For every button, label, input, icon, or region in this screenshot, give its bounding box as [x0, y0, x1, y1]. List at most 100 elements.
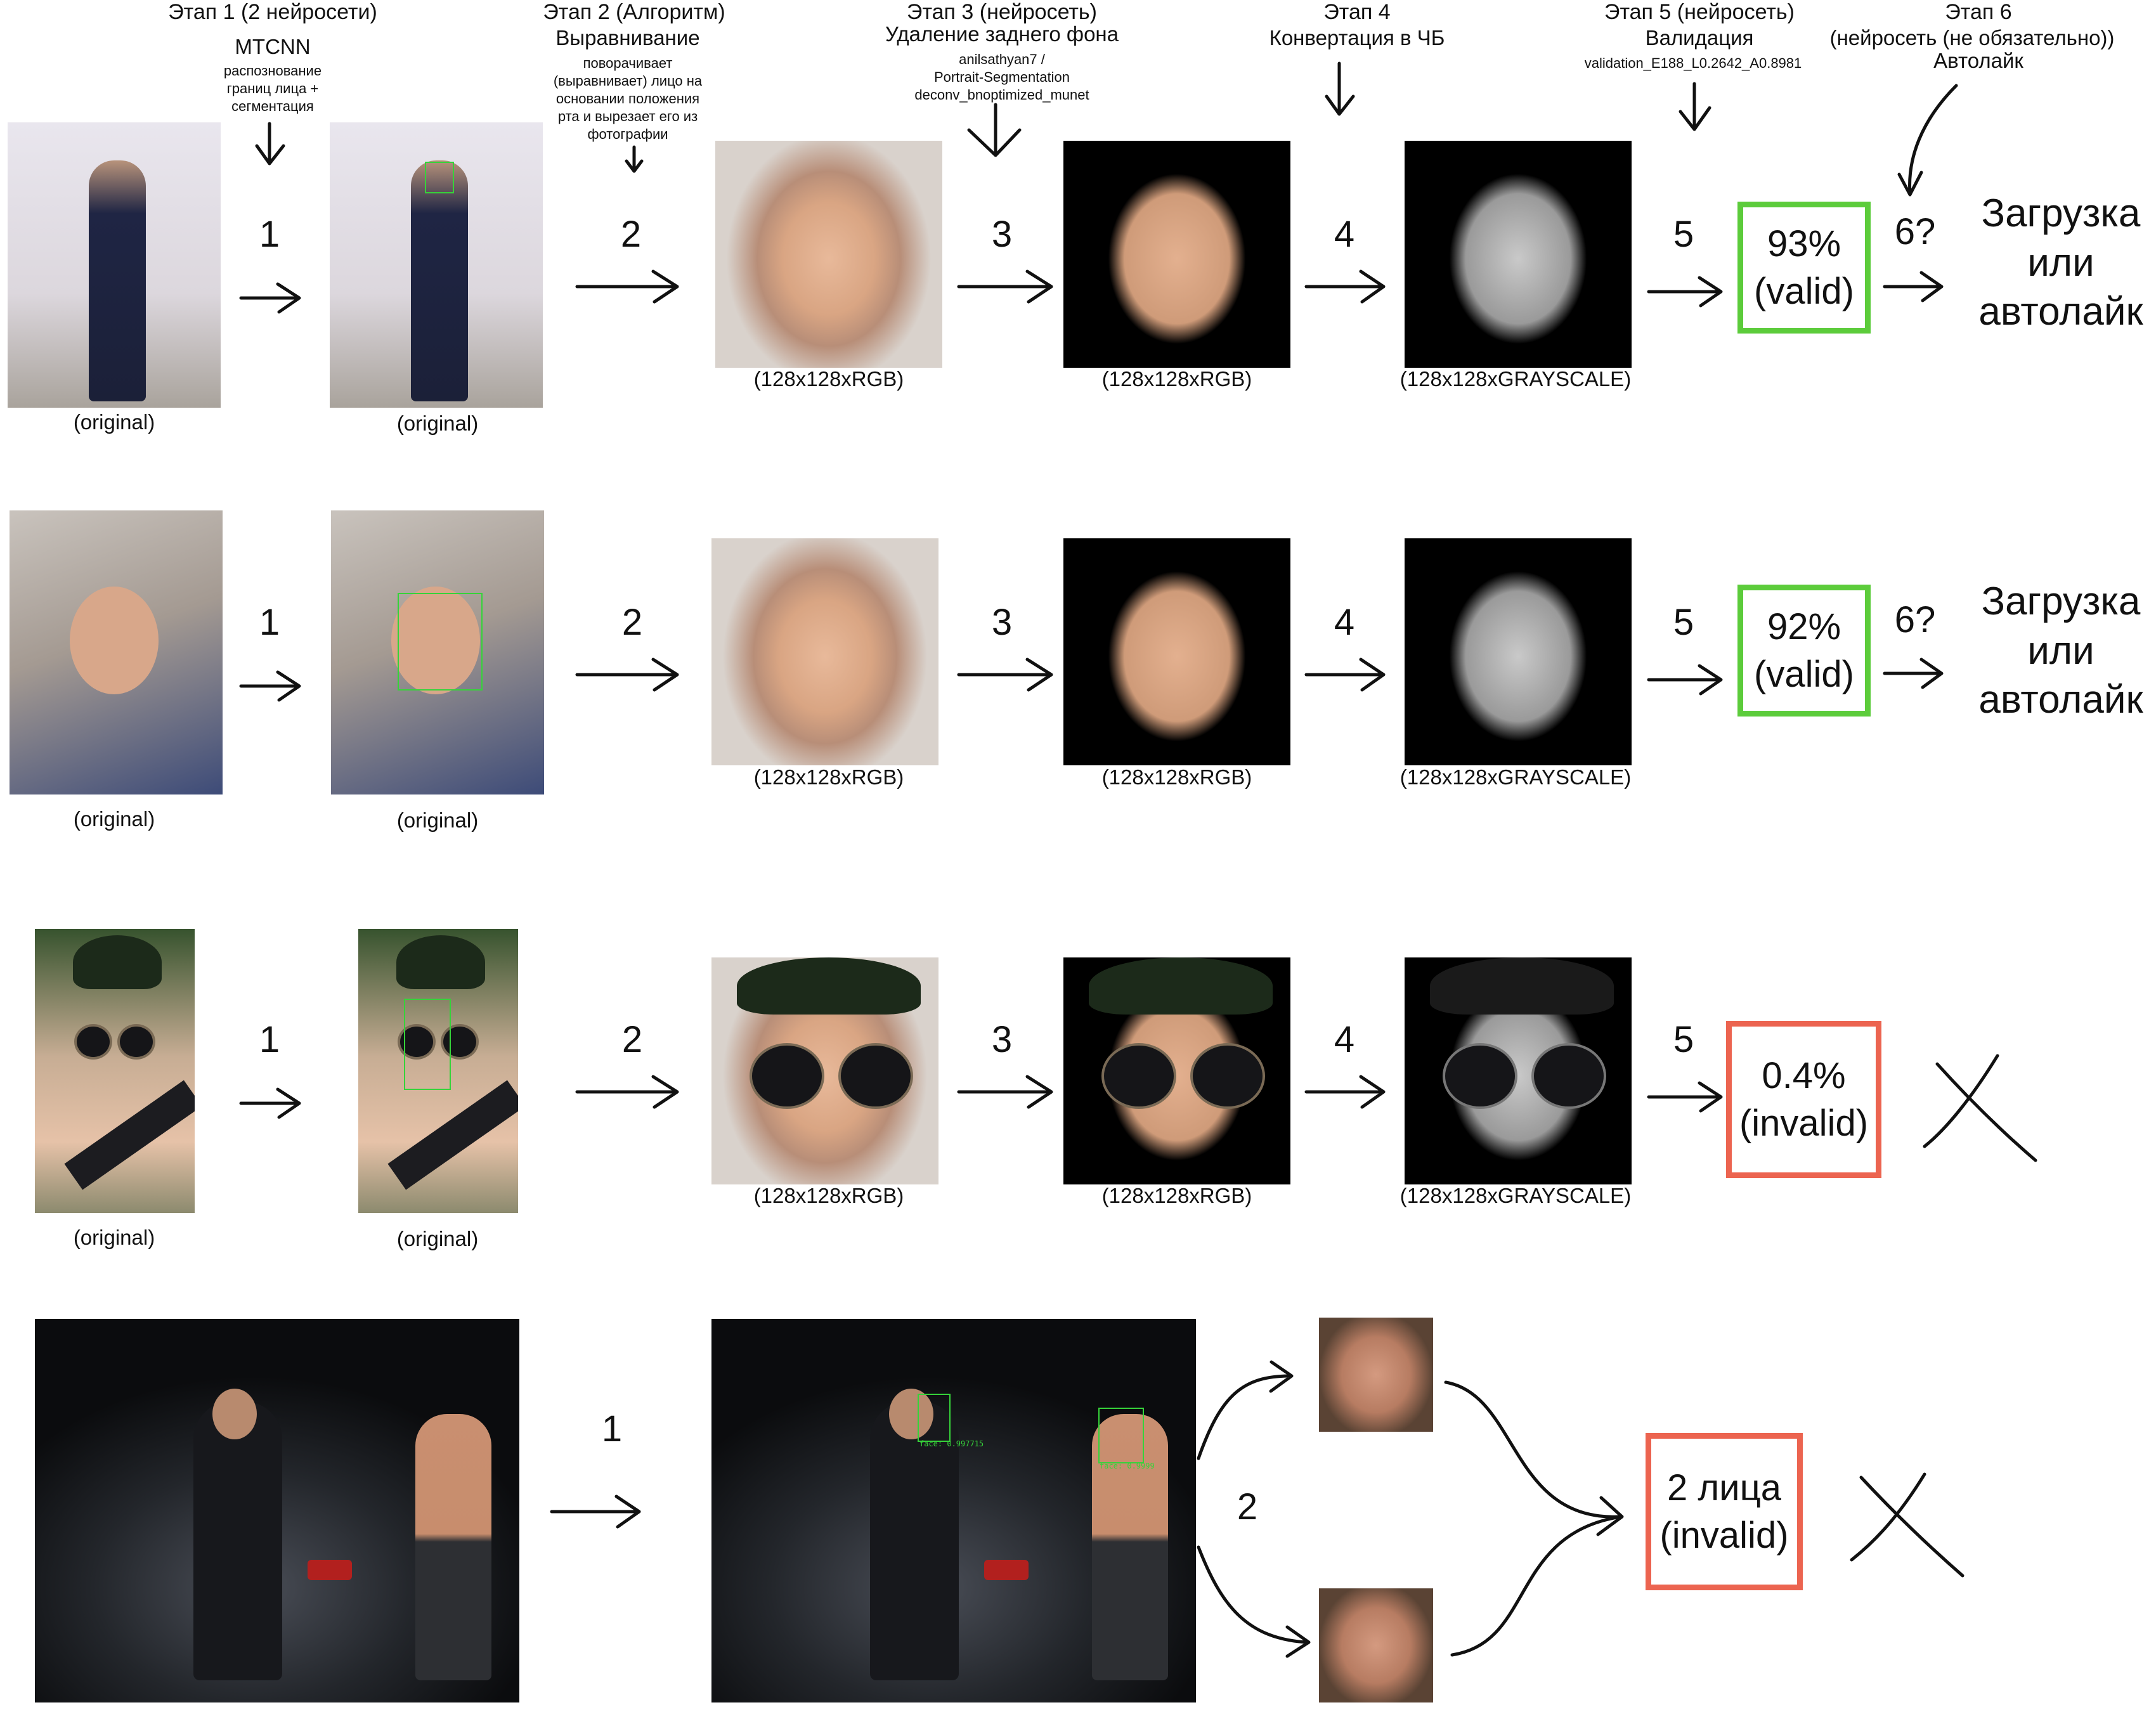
arrow-right-icon	[1304, 269, 1386, 304]
arrow-down-icon	[255, 122, 285, 165]
row2-status: (valid)	[1754, 654, 1854, 695]
step-5: 5	[1673, 214, 1694, 255]
step-5: 5	[1673, 1019, 1694, 1060]
arrow-down-icon	[1679, 82, 1711, 131]
row1-score-box: 93%(valid)	[1737, 202, 1871, 334]
arrow-right-icon	[239, 1087, 301, 1119]
row1-gray-caption: (128x128xGRAYSCALE)	[1399, 367, 1632, 391]
row3-score: 0.4%	[1762, 1054, 1846, 1096]
curved-arrow-icon	[1197, 1545, 1311, 1658]
stage1-desc-2: границ лица +	[226, 81, 319, 96]
row2-nobg-rgb	[1063, 538, 1290, 765]
row1-nobg-rgb	[1063, 141, 1290, 368]
stage6-desc-1: Автолайк	[1933, 49, 2023, 72]
arrow-right-icon	[550, 1495, 641, 1529]
face-detection-box	[398, 593, 483, 691]
row1-rgb-caption: (128x128xRGB)	[753, 367, 904, 391]
row1-result-line3: автолайк	[1978, 290, 2143, 334]
row3-gray-caption: (128x128xGRAYSCALE)	[1399, 1184, 1632, 1207]
row4-status: (invalid)	[1659, 1515, 1789, 1556]
row4-detected-photo: face: 0.997715 face: 0.9999	[711, 1319, 1196, 1702]
row2-gray-caption: (128x128xGRAYSCALE)	[1399, 765, 1632, 789]
face-detection-box	[1098, 1408, 1144, 1463]
row2-detected-photo	[331, 510, 544, 794]
stage2-desc-4: рта и вырезает его из	[557, 108, 698, 124]
row4-original-photo	[35, 1319, 519, 1702]
arrow-right-icon	[1647, 1081, 1723, 1113]
face-detection-box	[404, 999, 451, 1090]
row2-result-line3: автолайк	[1978, 678, 2143, 722]
row2-detected-caption: (original)	[396, 808, 479, 832]
arrow-right-icon	[575, 658, 679, 692]
row3-grayscale	[1405, 957, 1632, 1184]
step-4: 4	[1334, 602, 1355, 643]
row2-aligned-rgb	[711, 538, 938, 765]
row3-nobg-caption: (128x128xRGB)	[1101, 1184, 1252, 1207]
stage3-name: Удаление заднего фона	[885, 22, 1119, 46]
face-score-1: face: 0.997715	[919, 1439, 984, 1448]
row1-result: Загрузка или автолайк	[1966, 189, 2156, 337]
step-1: 1	[601, 1408, 623, 1449]
row4-face-crop-1	[1319, 1318, 1433, 1432]
arrow-down-icon	[1325, 62, 1355, 116]
face-detection-box	[425, 162, 454, 193]
stage3-desc-1: anilsathyan7 /	[959, 51, 1045, 67]
stage1-name: MTCNN	[235, 35, 311, 58]
row2-score-box: 92% (valid)	[1737, 585, 1871, 717]
stage2-title: Этап 2 (Алгоритм)	[543, 0, 725, 24]
curved-arrow-icon	[1450, 1515, 1623, 1657]
arrow-right-icon	[1883, 658, 1944, 689]
row2-grayscale	[1405, 538, 1632, 765]
row3-detected-photo	[358, 929, 518, 1213]
row3-rgb-caption: (128x128xRGB)	[753, 1184, 904, 1207]
step-4: 4	[1334, 1019, 1355, 1060]
row2-score: 92%	[1767, 606, 1841, 647]
arrow-right-icon	[1883, 271, 1944, 302]
stage1-title: Этап 1 (2 нейросети)	[168, 0, 377, 24]
row2-original-caption: (original)	[73, 807, 155, 831]
row3-original-caption: (original)	[73, 1226, 155, 1249]
row1-detected-caption: (original)	[396, 412, 479, 435]
stage6-name: (нейросеть (не обязательно))	[1829, 26, 2115, 49]
stage4-title: Этап 4	[1323, 0, 1391, 24]
row3-aligned-rgb	[711, 957, 938, 1184]
step-3: 3	[991, 214, 1013, 255]
face-score-2: face: 0.9999	[1100, 1462, 1155, 1470]
step-1: 1	[259, 214, 280, 255]
stage2-desc-3: основании положения	[555, 91, 700, 107]
arrow-right-icon	[239, 282, 301, 314]
stage6-title: Этап 6	[1945, 0, 2012, 24]
row1-result-line2: или	[2027, 240, 2094, 285]
arrow-right-icon	[957, 1075, 1053, 1109]
arrow-down-icon	[967, 103, 1022, 157]
row2-result: Загрузка или автолайк	[1966, 577, 2156, 725]
step-6: 6?	[1894, 599, 1936, 640]
row4-face-crop-2	[1319, 1588, 1433, 1702]
row1-original-photo	[8, 122, 221, 408]
row1-nobg-caption: (128x128xRGB)	[1101, 367, 1252, 391]
row2-nobg-caption: (128x128xRGB)	[1101, 765, 1252, 789]
stage2-desc-1: поворачивает	[583, 55, 673, 71]
row3-status: (invalid)	[1739, 1103, 1869, 1144]
arrow-right-icon	[575, 269, 679, 304]
step-3: 3	[991, 1019, 1013, 1060]
stage4-name: Конвертация в ЧБ	[1269, 26, 1445, 49]
row2-original-photo	[10, 510, 223, 794]
step-1: 1	[259, 1019, 280, 1060]
step-5: 5	[1673, 602, 1694, 643]
step-2: 2	[621, 602, 643, 643]
stage5-desc-1: validation_E188_L0.2642_A0.8981	[1584, 55, 1802, 71]
arrow-right-icon	[957, 269, 1053, 304]
cross-icon	[1923, 1054, 2037, 1162]
arrow-down-icon	[625, 145, 644, 173]
face-detection-box	[918, 1394, 951, 1442]
curved-arrow-icon	[1444, 1380, 1624, 1536]
step-2: 2	[620, 214, 642, 255]
step-2: 2	[621, 1019, 643, 1060]
stage3-desc-3: deconv_bnoptimized_munet	[914, 87, 1089, 103]
stage1-desc-3: сегментация	[231, 98, 314, 114]
row3-detected-caption: (original)	[396, 1227, 479, 1250]
row1-detected-photo	[330, 122, 543, 408]
stage2-name: Выравнивание	[555, 26, 700, 49]
step-4: 4	[1334, 214, 1355, 255]
